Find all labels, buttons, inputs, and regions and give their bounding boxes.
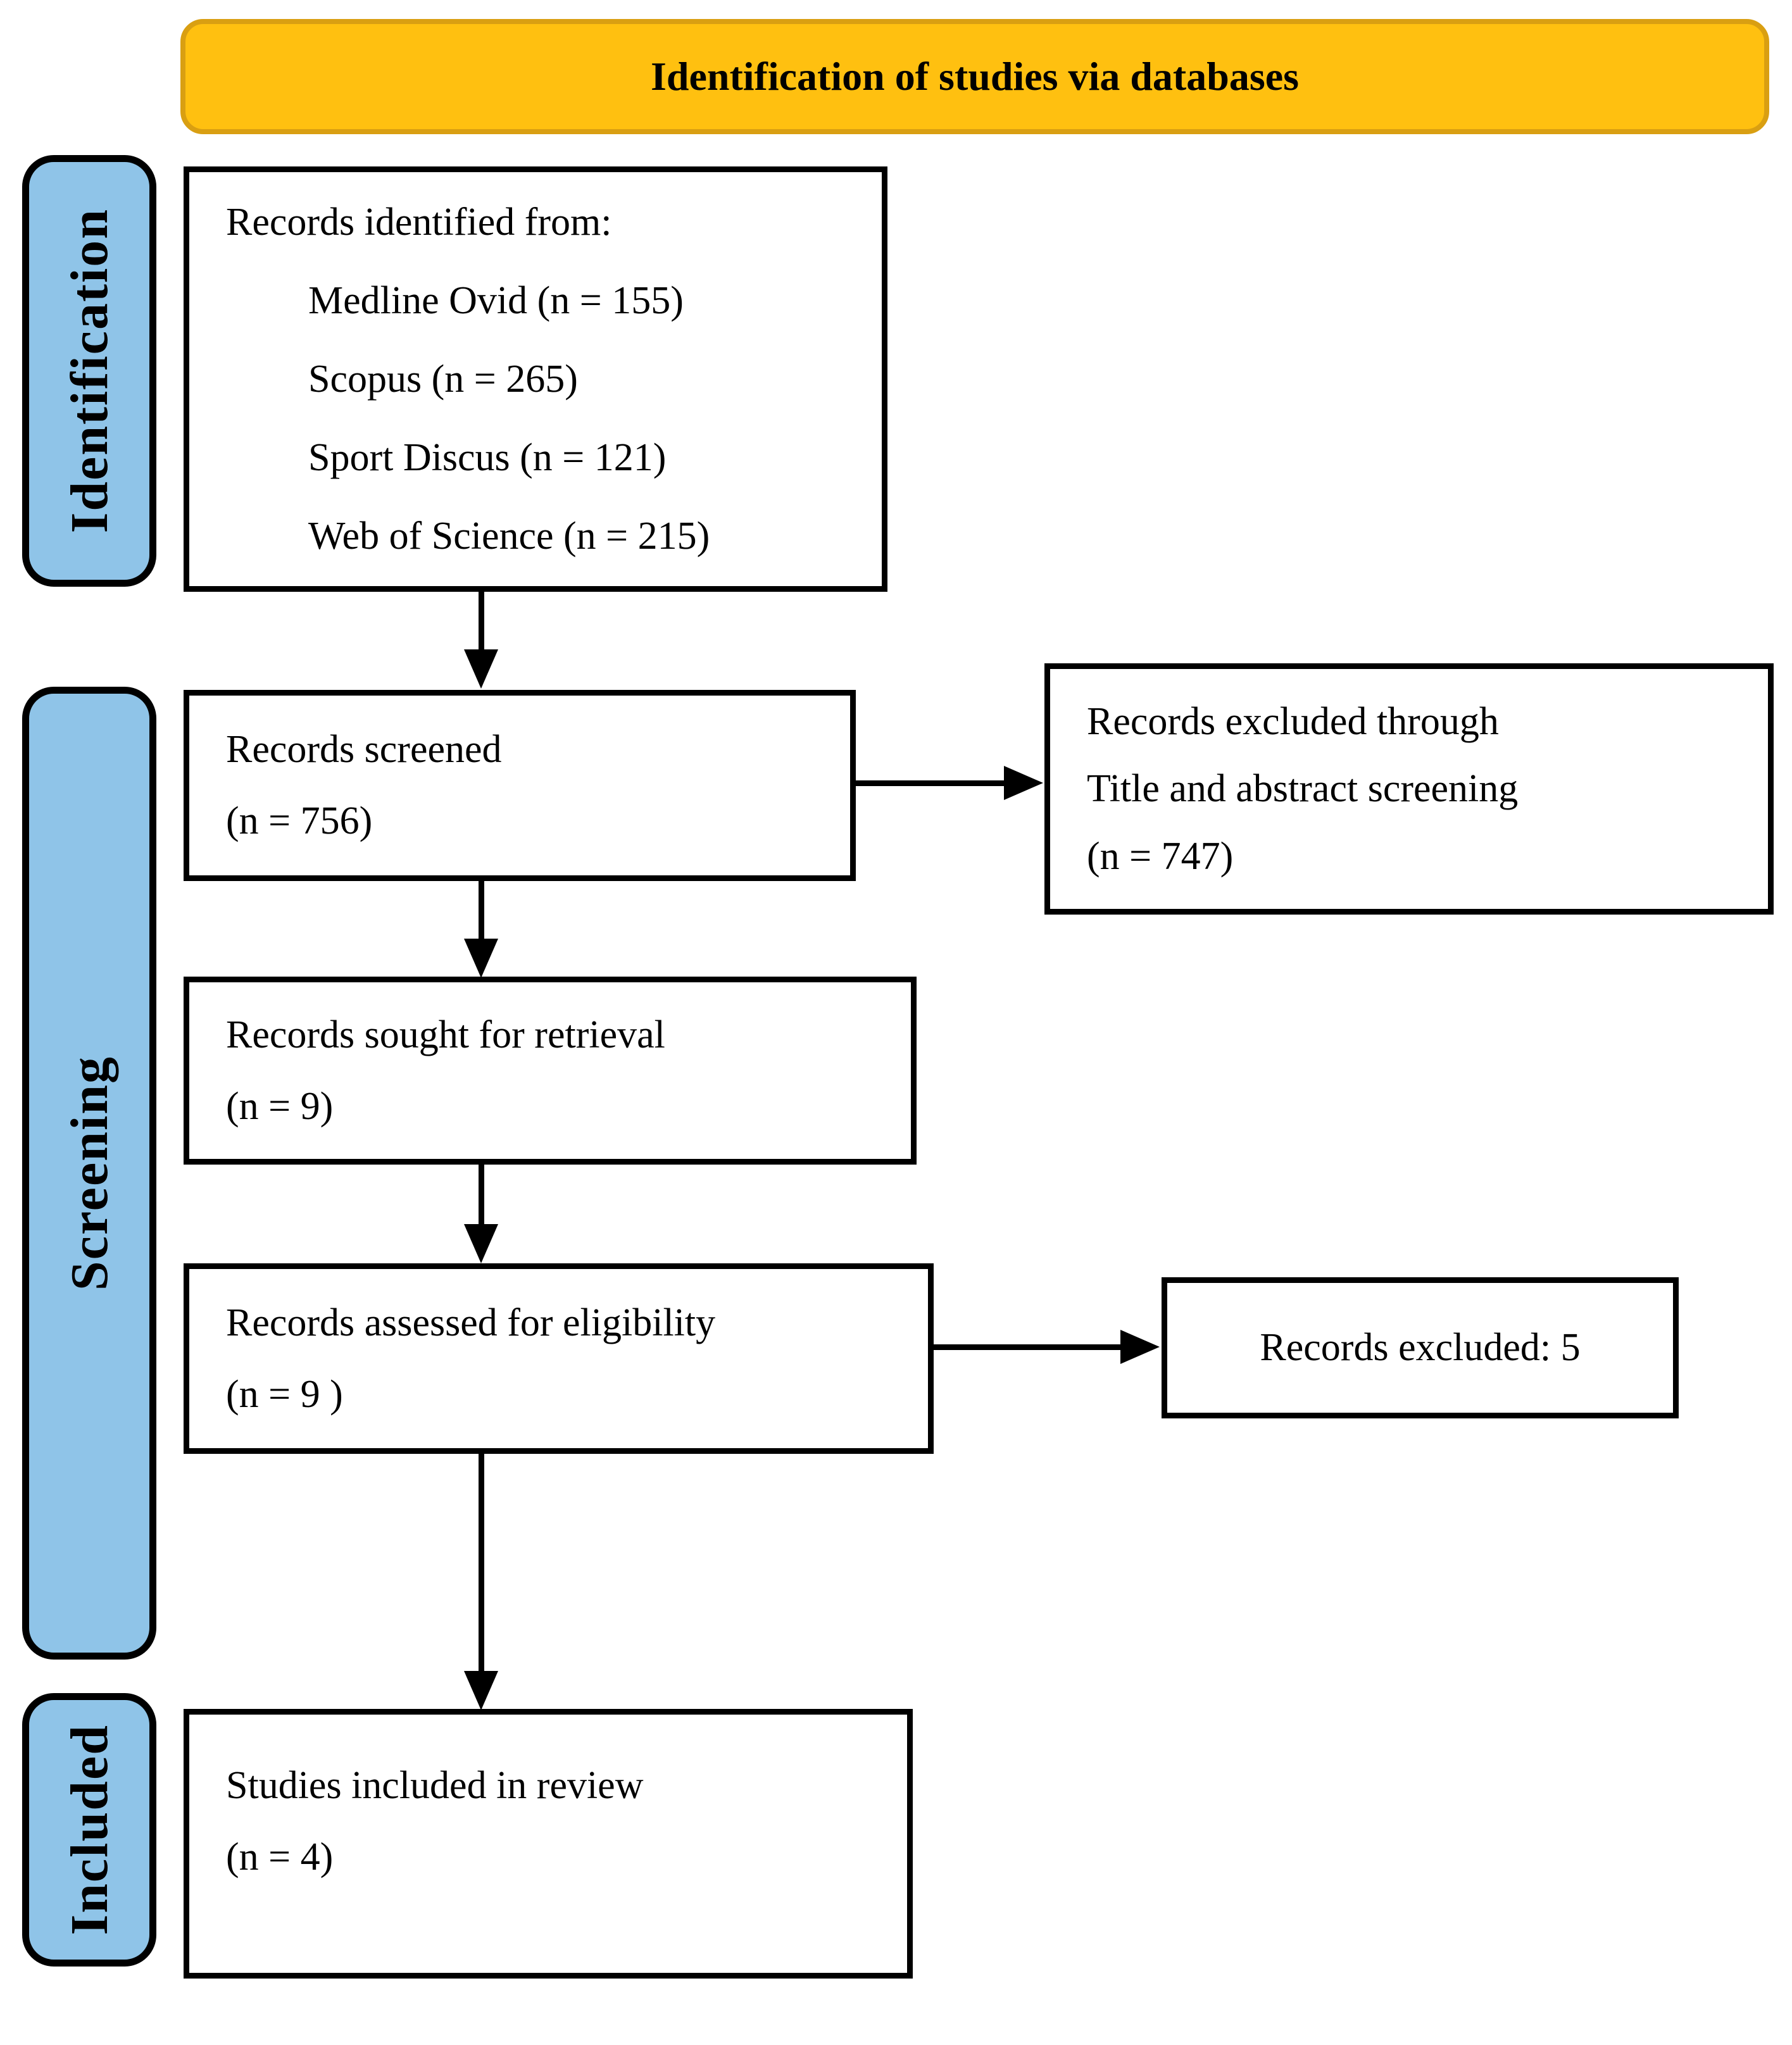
studies-included-count: (n = 4) [226,1835,334,1879]
excluded-ta-line2: Title and abstract screening [1087,767,1519,811]
arrow-assessed-to-included [479,1451,484,1673]
arrow-assessed-to-excluded [930,1344,1122,1350]
stage-box-screening: Screening [22,687,156,1660]
arrow-assessed-to-excluded-arrowhead [1120,1330,1160,1364]
records-identified-intro: Records identified from: [226,201,612,244]
arrow-sought-to-assessed-arrowhead [464,1224,498,1263]
records-sought-text: Records sought for retrieval [226,1013,665,1056]
arrow-identified-to-screened [479,589,484,652]
stage-box-included: Included [22,1693,156,1967]
records-screened-count: (n = 756) [226,799,373,842]
records-screened-text: Records screened [226,728,502,772]
excluded-ta-count: (n = 747) [1087,834,1234,878]
header-banner: Identification of studies via databases [180,19,1769,134]
records-assessed-text: Records assessed for eligibility [226,1301,716,1344]
arrow-assessed-to-included-arrowhead [464,1671,498,1710]
source-sport-discus: Sport Discus (n = 121) [308,436,667,479]
box-records-identified: Records identified from: Medline Ovid (n… [184,166,887,592]
stage-label-included: Included [60,1724,119,1936]
box-records-assessed-eligibility: Records assessed for eligibility (n = 9 … [184,1263,934,1454]
box-records-excluded-eligibility: Records excluded: 5 [1162,1277,1679,1418]
box-records-sought-retrieval: Records sought for retrieval (n = 9) [184,977,917,1165]
records-sought-count: (n = 9) [226,1084,334,1128]
studies-included-text: Studies included in review [226,1764,644,1808]
figure-title: Identification of studies via databases [650,54,1300,99]
source-medline-ovid: Medline Ovid (n = 155) [308,279,684,322]
box-records-excluded-title-abstract: Records excluded through Title and abstr… [1044,663,1774,915]
source-web-of-science: Web of Science (n = 215) [308,515,710,558]
arrow-sought-to-assessed [479,1162,484,1227]
arrow-screened-to-excluded [852,780,1005,786]
arrow-screened-to-excluded-arrowhead [1004,766,1043,800]
stage-label-screening: Screening [60,1055,119,1291]
box-records-screened: Records screened (n = 756) [184,690,856,881]
records-excluded-count: Records excluded: 5 [1260,1326,1581,1370]
stage-box-identification: Identification [22,155,156,587]
arrow-screened-to-sought [479,878,484,941]
arrow-screened-to-sought-arrowhead [464,939,498,978]
records-assessed-count: (n = 9 ) [226,1372,343,1416]
box-studies-included: Studies included in review (n = 4) [184,1709,913,1979]
source-scopus: Scopus (n = 265) [308,358,578,401]
arrow-identified-to-screened-arrowhead [464,649,498,689]
excluded-ta-line1: Records excluded through [1087,699,1499,743]
stage-label-identification: Identification [60,208,119,534]
